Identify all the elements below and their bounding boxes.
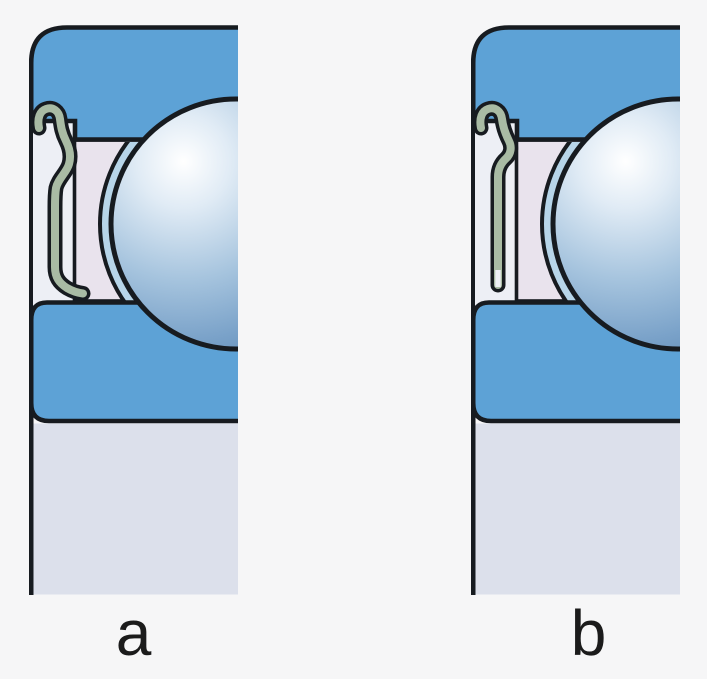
shaft — [475, 423, 680, 595]
bearing-cross-section-a — [29, 25, 238, 595]
panel-label-b: b — [570, 597, 607, 669]
seal-lip — [476, 104, 515, 289]
bearing-diagram-a — [29, 21, 238, 597]
panel-label-a: a — [115, 597, 152, 669]
seal-gap-slot — [495, 270, 501, 287]
bearing-diagram-b — [471, 21, 680, 597]
contact-seal — [30, 100, 91, 301]
bearing-cross-section-b — [471, 25, 680, 595]
ball — [550, 96, 680, 352]
ball — [108, 96, 238, 352]
seal-lip — [34, 104, 87, 298]
shaft — [33, 423, 238, 595]
non-contact-seal — [472, 100, 519, 293]
